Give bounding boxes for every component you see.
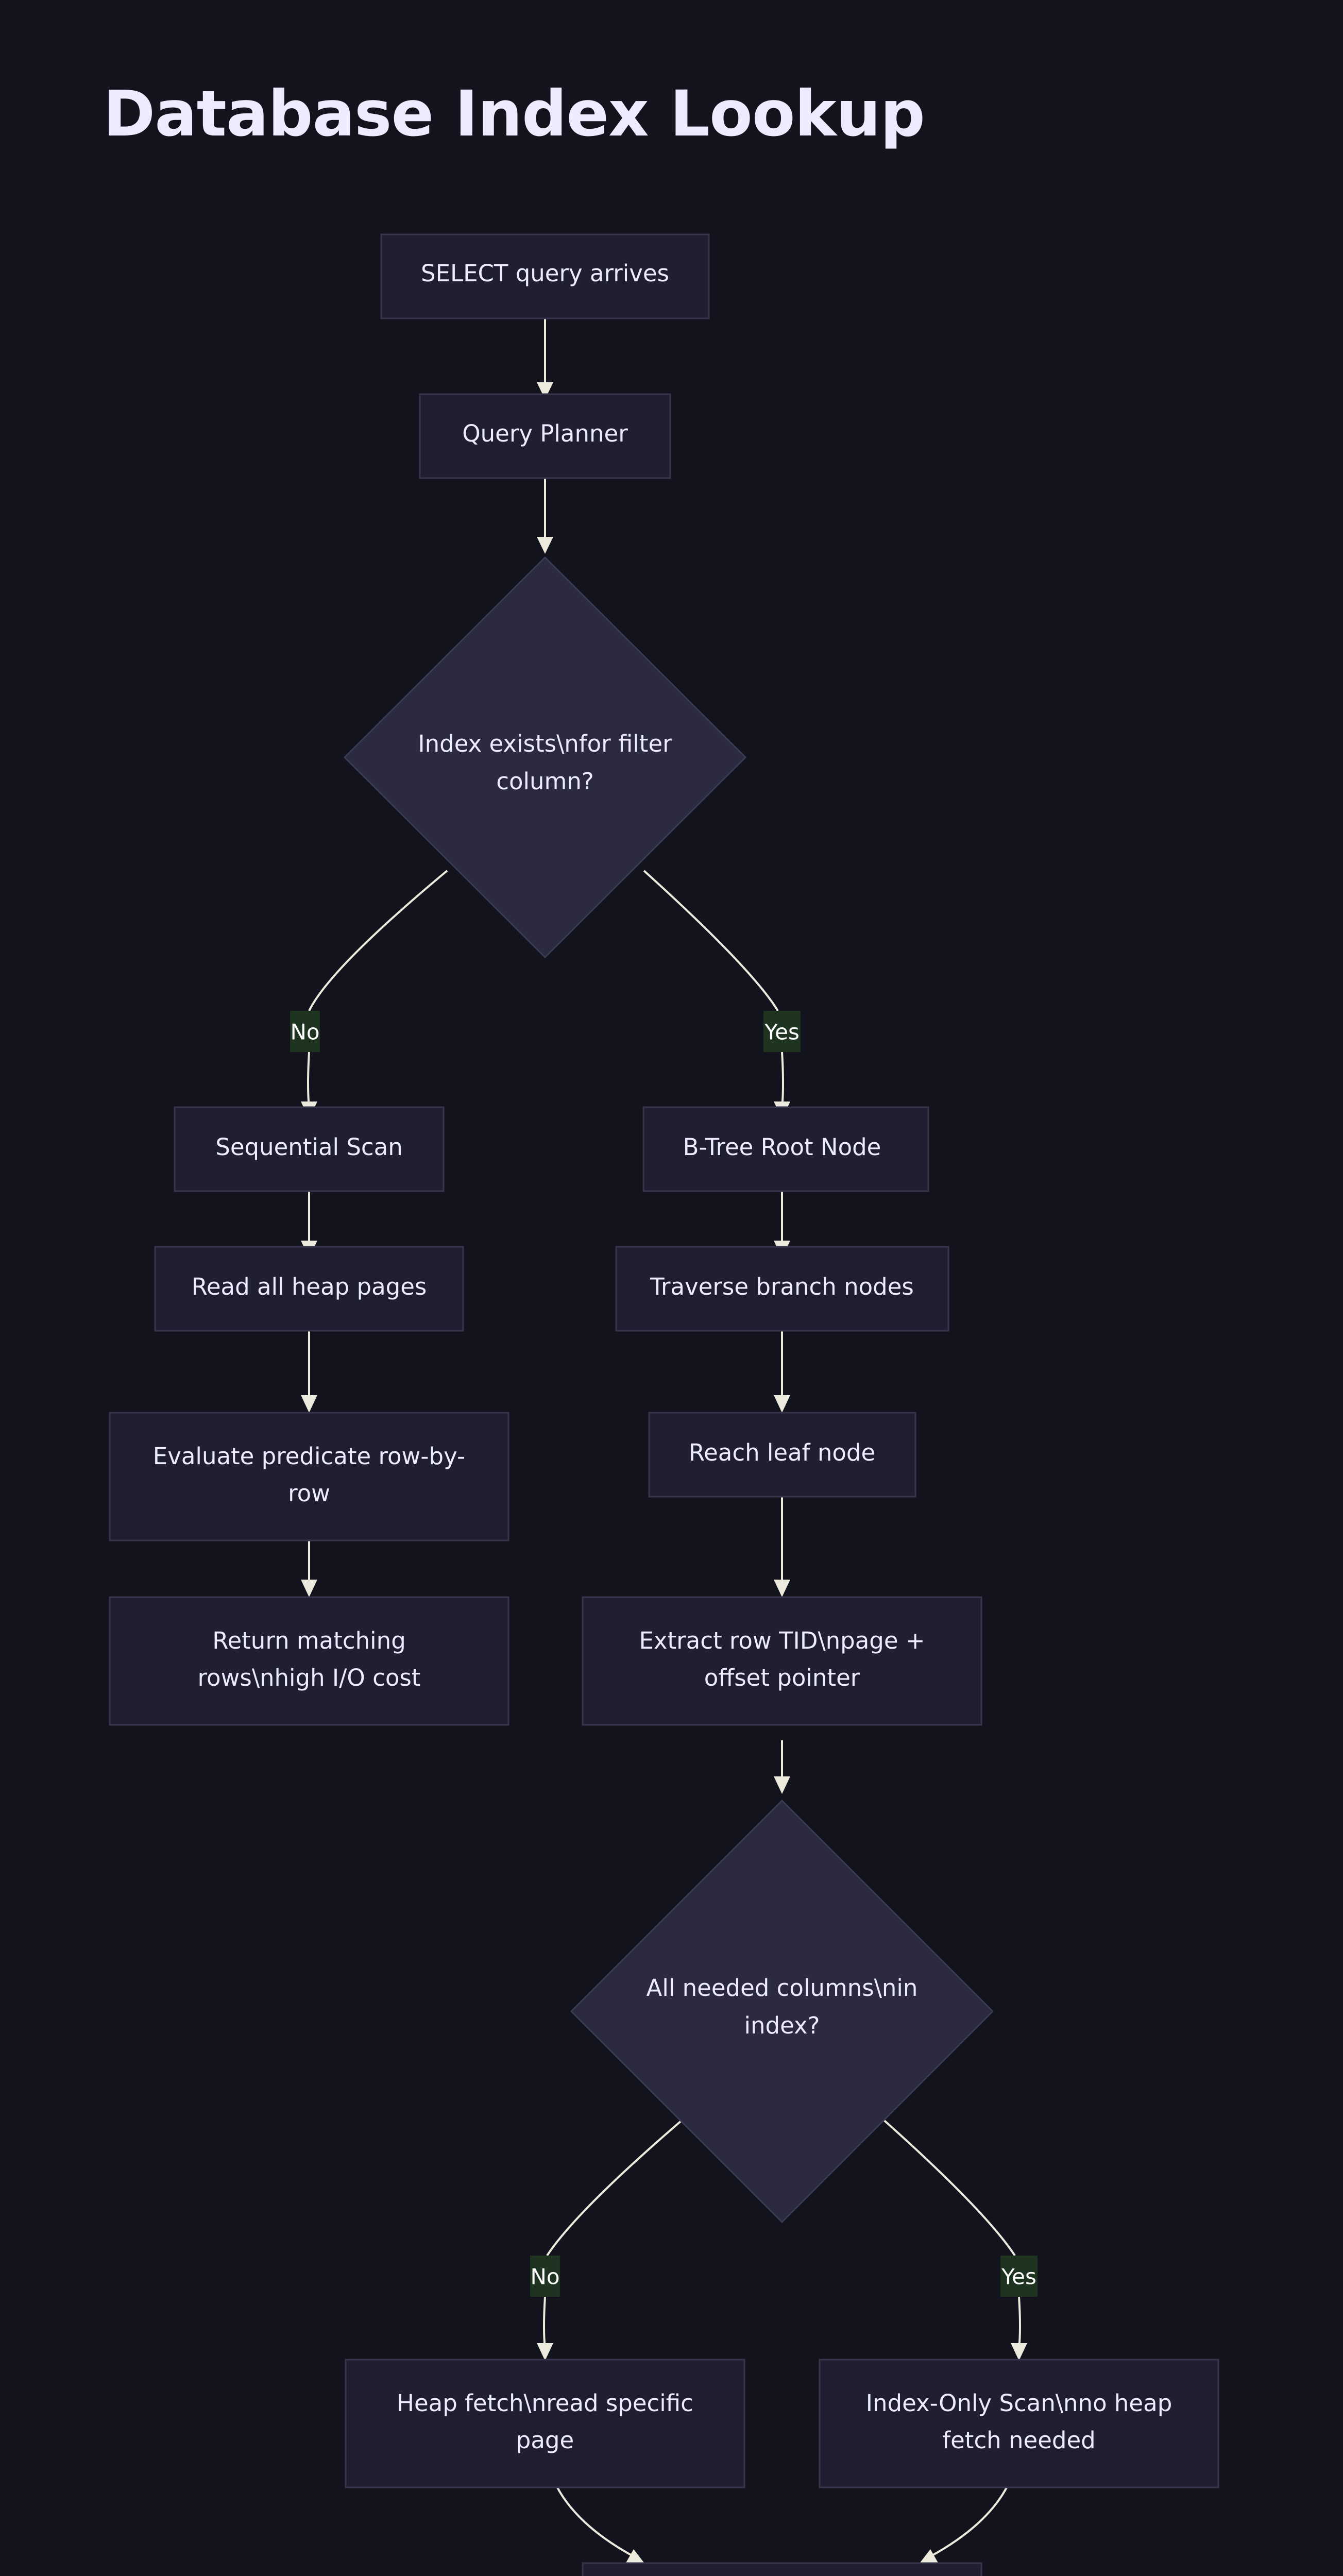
edge-n1-n2	[537, 318, 553, 399]
node-label-line-2: index?	[744, 2012, 820, 2039]
node-label: Traverse branch nodes	[650, 1273, 914, 1300]
edge-label-no-2: No	[530, 2256, 560, 2297]
node-label-line-1: Extract row TID\npage +	[639, 1627, 925, 1654]
edge-n5-n7	[301, 1331, 317, 1413]
node-label-line-2: rows\nhigh I/O cost	[198, 1664, 421, 1691]
edge-d1-n3	[301, 870, 448, 1119]
node-label: Sequential Scan	[215, 1133, 402, 1161]
edge-n2-d1	[537, 478, 553, 554]
node-read-all-heap-pages[interactable]: Read all heap pages	[154, 1246, 464, 1332]
node-traverse-branch-nodes[interactable]: Traverse branch nodes	[615, 1246, 949, 1332]
node-label: SELECT query arrives	[421, 260, 669, 287]
edge-d2-n11	[537, 2116, 686, 2361]
node-label-line-2: row	[288, 1480, 330, 1507]
edge-label-text: Yes	[1001, 2264, 1036, 2290]
node-evaluate-predicate[interactable]: Evaluate predicate row-by- row	[109, 1412, 509, 1541]
edge-label-yes-2: Yes	[1000, 2256, 1038, 2297]
edge-n10-d2	[774, 1740, 790, 1794]
edge-label-no-1: No	[290, 1011, 320, 1052]
node-heap-fetch[interactable]: Heap fetch\nread specific page	[345, 2359, 745, 2488]
edge-n8-n10	[774, 1486, 790, 1597]
edge-group	[301, 318, 1027, 2564]
node-return-matching-rows-low-io[interactable]: Return matching rows\nlow I/O cost	[582, 2562, 982, 2576]
edge-label-text: No	[530, 2264, 559, 2290]
node-select-query-arrives[interactable]: SELECT query arrives	[380, 233, 710, 319]
node-query-planner[interactable]: Query Planner	[419, 393, 671, 479]
edge-d1-n4	[643, 870, 790, 1119]
node-label: Query Planner	[462, 420, 628, 447]
node-label: Read all heap pages	[192, 1273, 427, 1300]
page-title: Database Index Lookup	[103, 77, 925, 150]
node-index-only-scan[interactable]: Index-Only Scan\nno heap fetch needed	[819, 2359, 1219, 2488]
node-extract-row-tid[interactable]: Extract row TID\npage + offset pointer	[582, 1596, 982, 1726]
edge-n6-n8	[774, 1331, 790, 1413]
edge-label-yes-1: Yes	[763, 1011, 801, 1052]
node-all-needed-columns-decision[interactable]: All needed columns\nin index?	[570, 1799, 994, 2224]
node-sequential-scan[interactable]: Sequential Scan	[174, 1106, 445, 1192]
node-btree-root-node[interactable]: B-Tree Root Node	[642, 1106, 929, 1192]
edge-label-text: Yes	[764, 1020, 800, 1045]
edge-n7-n9	[301, 1540, 317, 1597]
node-label-line-1: All needed columns\nin	[647, 1974, 918, 2002]
node-label-line-2: column?	[496, 768, 594, 795]
node-index-exists-decision[interactable]: Index exists\nfor filter column?	[343, 556, 747, 959]
node-label-line-2: page	[516, 2427, 574, 2454]
node-label-line-1: Return matching	[212, 1627, 406, 1654]
node-label-line-1: Evaluate predicate row-by-	[153, 1443, 465, 1470]
node-label: B-Tree Root Node	[683, 1133, 881, 1161]
node-return-matching-rows-high-io[interactable]: Return matching rows\nhigh I/O cost	[109, 1596, 509, 1726]
node-label-line-1: Index exists\nfor filter	[418, 730, 672, 757]
node-label-line-2: offset pointer	[704, 1664, 860, 1691]
node-label-line-2: fetch needed	[942, 2427, 1095, 2454]
node-label: Reach leaf node	[689, 1439, 875, 1466]
node-label-line-1: Heap fetch\nread specific	[397, 2389, 693, 2417]
node-reach-leaf-node[interactable]: Reach leaf node	[648, 1412, 916, 1498]
edge-d2-n12	[880, 2116, 1027, 2361]
edge-label-text: No	[290, 1020, 319, 1045]
node-label-line-1: Index-Only Scan\nno heap	[866, 2389, 1172, 2417]
